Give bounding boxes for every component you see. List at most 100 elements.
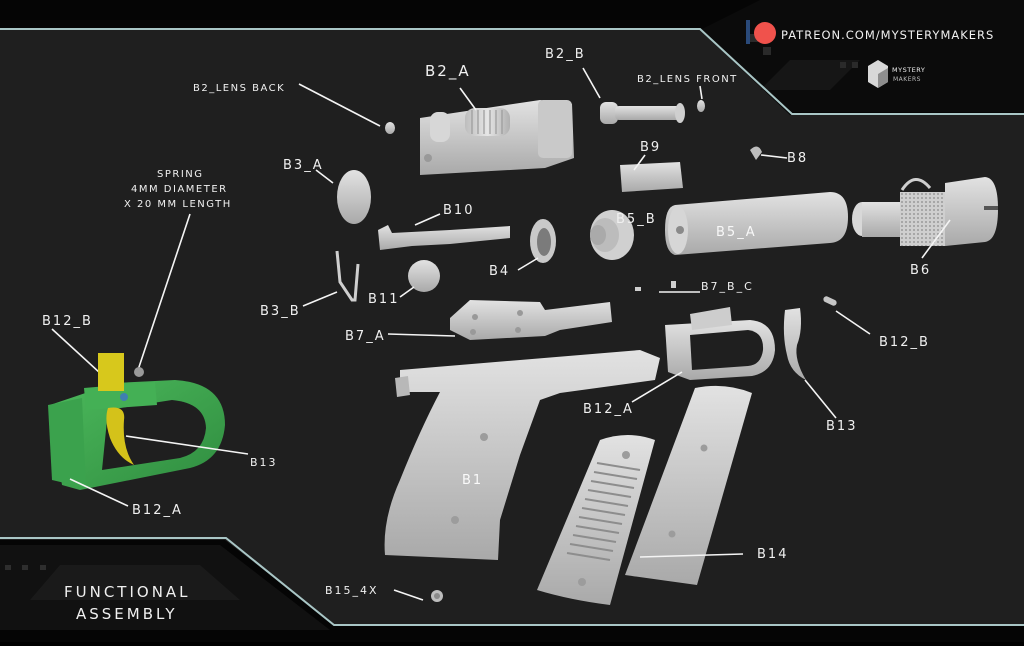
inset-label-b13: B13	[250, 456, 278, 469]
footer-square	[5, 565, 11, 570]
accent-line-bottom	[0, 537, 1024, 626]
leader-b2-b	[582, 67, 601, 99]
part-b3-b	[335, 250, 360, 302]
part-b13	[783, 308, 806, 380]
leader-b10	[414, 213, 441, 226]
spring-leader	[137, 213, 191, 371]
part-b5-a	[665, 192, 848, 255]
inset-label-b12-a: B12_A	[132, 503, 183, 518]
leader-b6	[921, 219, 951, 259]
label-b13: B13	[826, 419, 857, 434]
footer-square	[40, 565, 46, 570]
leader-b2-lens-back	[298, 83, 381, 127]
functional-trigger-inset: SPRING 4MM DIAMETER X 20 MM LENGTH B12_B…	[42, 169, 278, 518]
footer-stripe	[30, 565, 240, 600]
label-b2-lens-front: B2_LENS FRONT	[637, 74, 738, 85]
leader-b3-b	[302, 291, 338, 307]
leader-b3-a	[315, 169, 334, 184]
leader-b2-lens-front	[699, 85, 703, 100]
part-b3-a	[337, 170, 371, 224]
logo-line2: MAKERS	[893, 76, 921, 83]
part-b11	[408, 260, 440, 292]
leader-b14	[639, 553, 744, 558]
inset-label-b12-b: B12_B	[42, 314, 93, 329]
label-b10: B10	[443, 203, 474, 218]
spring-note-line3: X 20 MM LENGTH	[124, 199, 232, 210]
label-b4: B4	[489, 264, 510, 279]
label-b5-b: B5_B	[616, 212, 657, 227]
footer-title-line1: FUNCTIONAL	[64, 583, 191, 601]
label-b2-lens-back: B2_LENS BACK	[193, 83, 285, 94]
label-b12-a: B12_A	[583, 402, 634, 417]
spring-note-line1: SPRING	[157, 169, 204, 180]
label-b14: B14	[757, 547, 788, 562]
part-b7-c	[671, 281, 676, 288]
logo-cube-shade	[878, 68, 888, 88]
blue-marker	[746, 20, 750, 44]
header-square	[852, 62, 858, 68]
part-b5-b	[590, 210, 634, 260]
part-b2-b	[600, 102, 685, 124]
label-b5-a: B5_A	[716, 225, 757, 240]
yellow-trigger	[106, 407, 134, 465]
inset-b12-a-leader	[69, 478, 129, 507]
logo-line1: MYSTERY	[892, 66, 925, 74]
label-b1: B1	[462, 473, 483, 488]
spring-note-line2: 4MM DIAMETER	[131, 184, 228, 195]
part-b10	[378, 225, 510, 250]
part-b9	[620, 162, 683, 192]
header-stripe	[760, 60, 860, 90]
part-b2-lens-back	[385, 122, 395, 134]
leader-b9	[633, 154, 646, 171]
label-b12-b: B12_B	[879, 335, 930, 350]
label-b3-a: B3_A	[283, 158, 324, 173]
part-b2-a	[420, 100, 574, 175]
label-b3-b: B3_B	[260, 304, 301, 319]
part-b8	[750, 146, 762, 160]
label-b11: B11	[368, 292, 399, 307]
part-b7-a	[450, 300, 612, 340]
label-b8: B8	[787, 151, 808, 166]
yellow-block	[98, 353, 124, 391]
part-b2-lens-front	[697, 100, 705, 112]
label-b6: B6	[910, 263, 931, 278]
leader-b4	[517, 257, 539, 271]
leader-b7-a	[387, 333, 456, 337]
part-b6	[852, 177, 998, 246]
leader-b11	[399, 286, 415, 298]
label-b2-b: B2_B	[545, 47, 586, 62]
label-b2-a: B2_A	[425, 62, 471, 81]
header-square	[750, 34, 758, 42]
header-square	[840, 62, 846, 68]
header-square	[763, 47, 771, 55]
spring-icon	[134, 367, 144, 377]
part-b15-screw-head	[434, 593, 440, 599]
part-b7-b	[635, 287, 641, 291]
mystery-makers-logo: MYSTERY MAKERS	[868, 60, 925, 88]
leader-b2-a	[459, 87, 477, 111]
leader-b8	[760, 154, 788, 159]
patreon-url[interactable]: PATREON.COM/MYSTERYMAKERS	[781, 28, 994, 42]
leader-b12-a	[631, 371, 683, 403]
leader-b15	[393, 589, 424, 601]
guard-opening	[102, 400, 206, 470]
accent-line-top	[0, 28, 1024, 115]
part-b12-a	[665, 307, 775, 380]
patreon-icon	[754, 22, 776, 44]
leader-b13	[804, 379, 837, 419]
part-b14-grip-smooth	[625, 385, 752, 585]
part-b1-frame	[384, 350, 660, 560]
footer-square	[22, 565, 28, 570]
green-guard-front	[48, 398, 86, 488]
blue-pin-icon	[120, 393, 128, 401]
label-b9: B9	[640, 140, 661, 155]
part-b12-b	[823, 296, 837, 306]
leader-b12-b	[835, 310, 871, 335]
part-b4-hole	[537, 228, 551, 256]
part-b14-grip-ridged	[537, 435, 655, 605]
label-b7-a: B7_A	[345, 329, 386, 344]
label-b15-4x: B15_4X	[325, 584, 379, 597]
footer-title-line2: ASSEMBLY	[76, 605, 178, 623]
inset-b13-leader	[125, 435, 249, 455]
